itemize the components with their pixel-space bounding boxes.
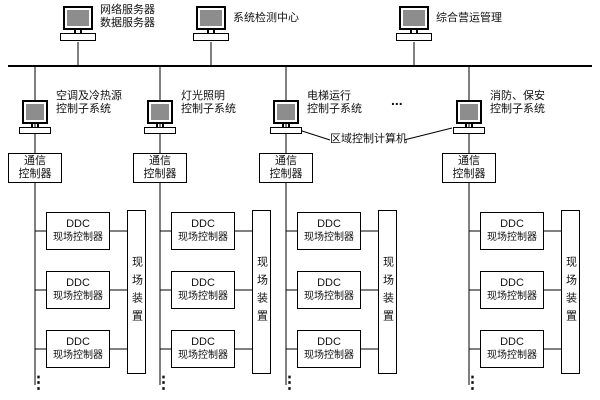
computer-icon: [59, 6, 97, 41]
more-subsystems-ellipsis: ...: [391, 92, 403, 108]
server-label-operations: 综合营运管理: [436, 12, 502, 24]
server-label-monitor-center: 系统检测中心: [233, 12, 299, 24]
computer-icon: [192, 6, 230, 41]
subsystem-label-lighting: 灯光照明 控制子系统: [181, 90, 236, 115]
workstation-icon: [143, 100, 177, 134]
keyboard-icon: [453, 127, 485, 134]
comm-controller-box: 通信控制器: [259, 153, 313, 183]
monitor-icon: [63, 6, 93, 30]
continuation-dots: ⋮: [281, 373, 298, 392]
keyboard-icon: [193, 33, 229, 41]
subsystem-label-fire-security: 消防、保安 控制子系统: [490, 90, 545, 115]
monitor-icon: [399, 6, 429, 30]
computer-icon: [395, 6, 433, 41]
monitor-icon: [196, 6, 226, 30]
regional-control-computer-label: 区域控制计算机: [330, 133, 407, 145]
keyboard-icon: [270, 127, 302, 134]
workstation-icon: [269, 100, 303, 134]
keyboard-icon: [144, 127, 176, 134]
continuation-dots: ⋮: [30, 373, 47, 392]
workstation-icon: [452, 100, 486, 134]
monitor-icon: [273, 100, 299, 124]
field-device-box: 现场装置: [561, 210, 580, 374]
monitor-icon: [456, 100, 482, 124]
keyboard-icon: [60, 33, 96, 41]
field-device-box: 现场装置: [378, 210, 397, 374]
server-label-network-data: 网络服务器 数据服务器: [100, 4, 155, 29]
workstation-icon: [18, 100, 52, 134]
field-device-box: 现场装置: [252, 210, 271, 374]
keyboard-icon: [396, 33, 432, 41]
monitor-icon: [147, 100, 173, 124]
comm-controller-box: 通信控制器: [442, 153, 496, 183]
field-device-box: 现场装置: [127, 210, 146, 374]
continuation-dots: ⋮: [155, 373, 172, 392]
comm-controller-box: 通信控制器: [8, 153, 62, 183]
monitor-icon: [22, 100, 48, 124]
keyboard-icon: [19, 127, 51, 134]
continuation-dots: ⋮: [464, 373, 481, 392]
subsystem-label-hvac: 空调及冷热源 控制子系统: [56, 90, 122, 115]
subsystem-label-elevator: 电梯运行 控制子系统: [307, 90, 362, 115]
comm-controller-box: 通信控制器: [133, 153, 187, 183]
